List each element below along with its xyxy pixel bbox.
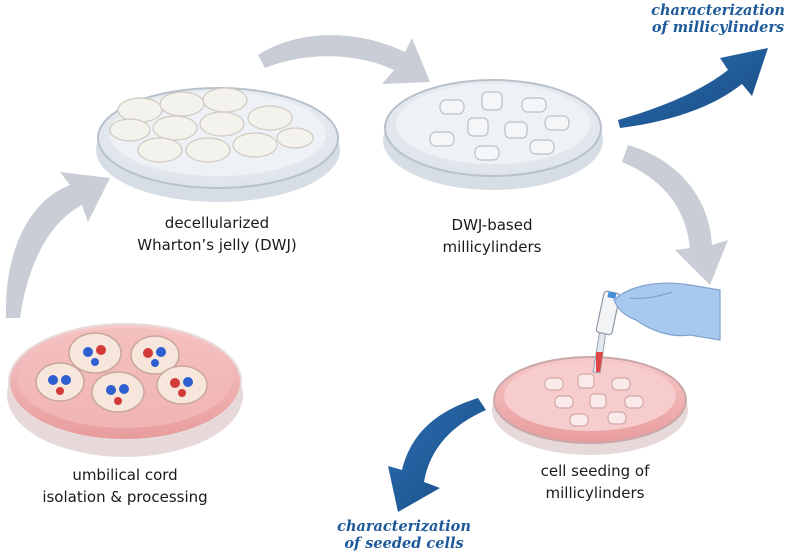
seeded-millicylinder [608, 412, 626, 424]
millicylinder [482, 92, 502, 110]
step-label-line: decellularized [112, 212, 322, 234]
dish-cell-seeding [492, 357, 688, 455]
seeded-millicylinder [612, 378, 630, 390]
output-label-line: characterization [322, 518, 486, 535]
step-label-line: millicylinders [392, 236, 592, 258]
step-label-line: isolation & processing [20, 486, 230, 508]
output-label-seeded: characterization of seeded cells [322, 518, 486, 552]
step-label-line: DWJ-based [392, 214, 592, 236]
output-label-line: characterization [640, 2, 796, 19]
millicylinder [522, 98, 546, 112]
jelly-piece [160, 92, 204, 116]
flow-arrow-1 [6, 172, 110, 318]
seeded-millicylinder [625, 396, 643, 408]
output-label-millicylinders: characterization of millicylinders [640, 2, 796, 36]
seeded-millicylinder [590, 394, 606, 408]
jelly-piece [138, 138, 182, 162]
seeded-millicylinder [555, 396, 573, 408]
step-label-line: umbilical cord [20, 464, 230, 486]
millicylinder [475, 146, 499, 160]
seeded-millicylinder [578, 374, 594, 388]
cord-segment [36, 363, 84, 401]
millicylinder [468, 118, 488, 136]
millicylinder [530, 140, 554, 154]
output-arrow-seeded [388, 398, 486, 512]
jelly-piece [153, 116, 197, 140]
flow-arrow-2 [258, 35, 430, 84]
step-label-cell-seeding: cell seeding of millicylinders [500, 460, 690, 504]
jelly-piece [118, 98, 162, 122]
step-label-umbilical-cord: umbilical cord isolation & processing [20, 464, 230, 508]
millicylinder [430, 132, 454, 146]
millicylinder [505, 122, 527, 138]
output-label-line: of millicylinders [640, 19, 796, 36]
jelly-piece [200, 112, 244, 136]
seeded-millicylinder [570, 414, 588, 426]
dish-umbilical-cord [7, 324, 243, 457]
jelly-piece [203, 88, 247, 112]
cord-segment [69, 333, 121, 373]
jelly-piece [110, 119, 150, 141]
gloved-hand-icon [614, 283, 720, 340]
output-label-line: of seeded cells [322, 535, 486, 552]
jelly-piece [277, 128, 313, 148]
cord-segment [92, 372, 144, 412]
seeded-millicylinder [545, 378, 563, 390]
flow-arrow-3 [622, 145, 728, 285]
millicylinder [440, 100, 464, 114]
cord-segment [157, 366, 207, 404]
jelly-piece [233, 133, 277, 157]
step-label-line: millicylinders [500, 482, 690, 504]
step-label-line: Wharton’s jelly (DWJ) [112, 234, 322, 256]
step-label-millicylinders: DWJ-based millicylinders [392, 214, 592, 258]
dish-dwj [96, 88, 340, 202]
jelly-piece [186, 138, 230, 162]
jelly-piece [248, 106, 292, 130]
millicylinder [545, 116, 569, 130]
output-arrow-millicylinders [618, 48, 768, 128]
step-label-dwj: decellularized Wharton’s jelly (DWJ) [112, 212, 322, 256]
dish-millicylinders [383, 80, 603, 190]
step-label-line: cell seeding of [500, 460, 690, 482]
